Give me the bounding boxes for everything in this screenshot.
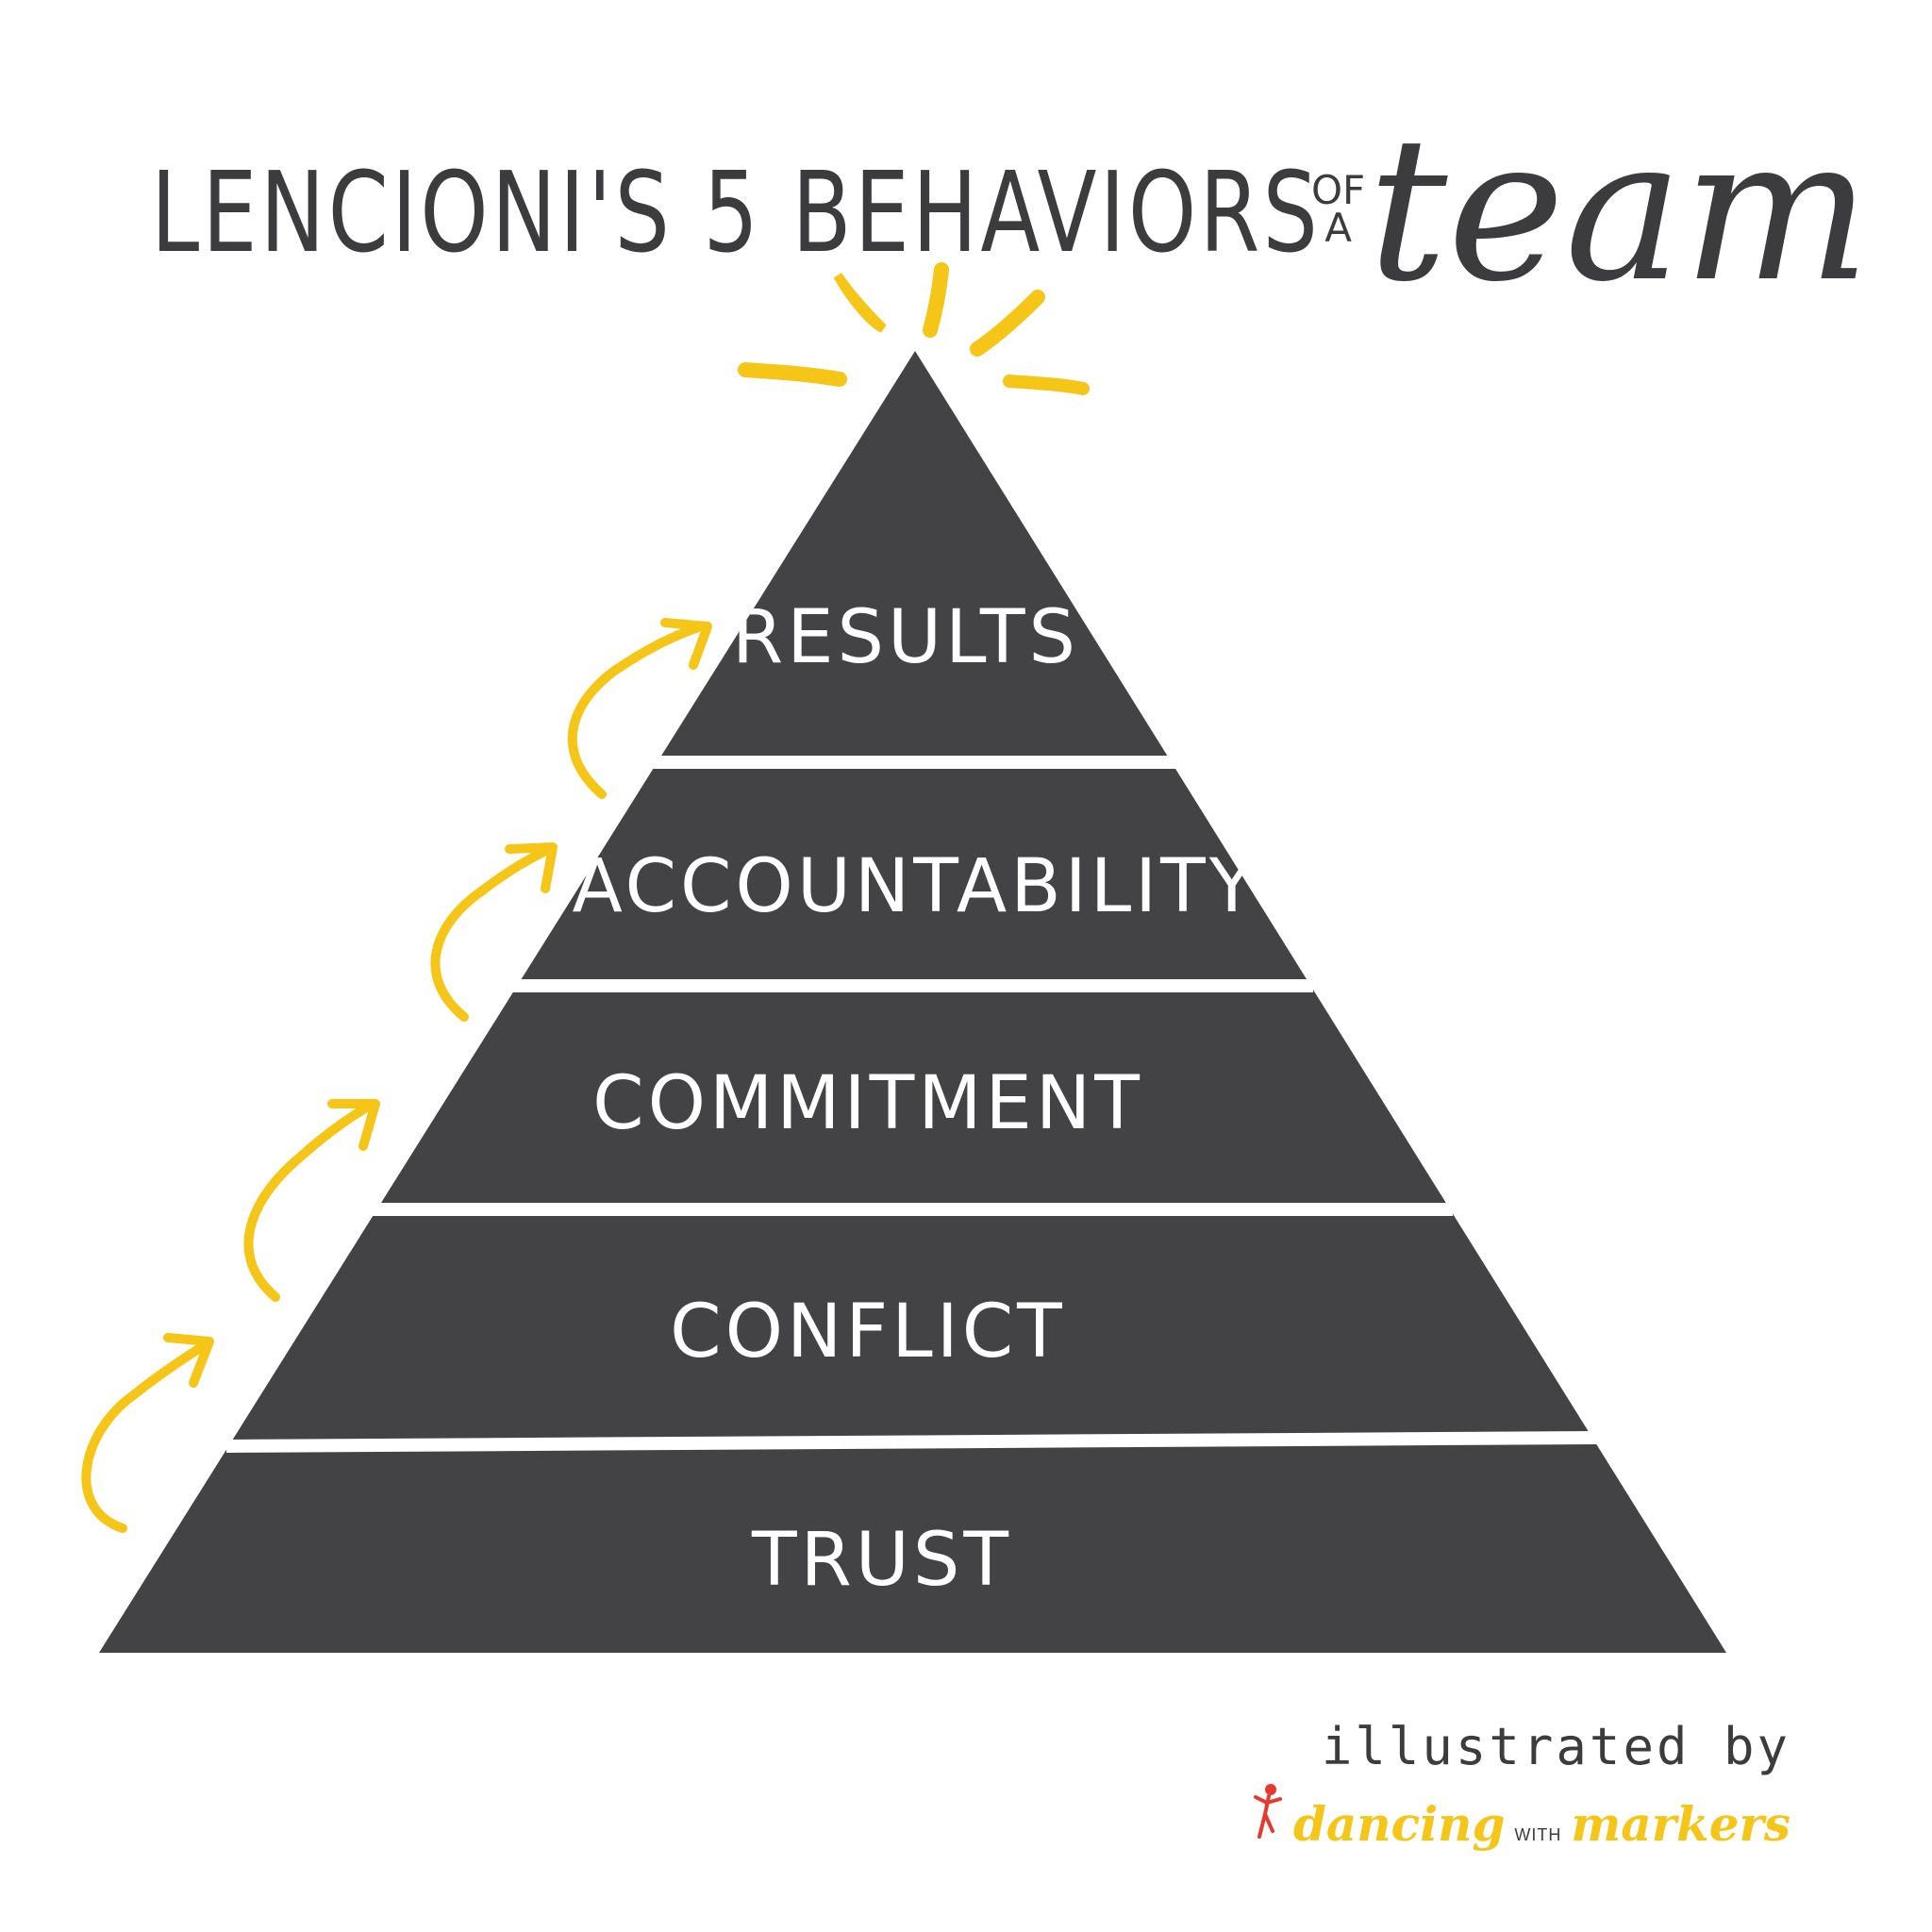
tier-label-trust: TRUST xyxy=(751,1518,1012,1603)
divider-4 xyxy=(225,1431,1600,1453)
brand-dancing: dancing xyxy=(1292,1796,1506,1852)
title-of: OF xyxy=(1311,167,1366,213)
step-arrows xyxy=(81,618,712,1533)
credit-line: illustrated by xyxy=(1321,1717,1790,1776)
arrow-icon-1 xyxy=(81,1333,214,1533)
dancer-icon xyxy=(1253,1784,1282,1839)
sparkle-ray-far-right xyxy=(1003,375,1090,395)
tier-label-accountability: ACCOUNTABILITY xyxy=(573,844,1258,929)
title-a: A xyxy=(1324,205,1352,251)
pyramid-dividers xyxy=(225,756,1600,1453)
brand-logo: dancing WITH markers xyxy=(1252,1782,1790,1852)
sparkle-ray-right xyxy=(970,290,1045,357)
title-main: LENCIONI'S 5 BEHAVIORS xyxy=(151,147,1322,277)
credit: illustrated by dancing WITH markers xyxy=(1252,1717,1790,1852)
arrow-icon-4 xyxy=(567,618,712,799)
tier-labels: RESULTS ACCOUNTABILITY COMMITMENT CONFLI… xyxy=(573,595,1258,1603)
arrow-icon-3 xyxy=(430,842,558,1022)
title-of-a: OF A xyxy=(1311,167,1366,251)
tier-label-results: RESULTS xyxy=(732,595,1079,680)
arrow-icon-2 xyxy=(243,1099,380,1302)
pyramid-shape xyxy=(99,351,1726,1653)
sparkle-ray-far-left xyxy=(738,362,847,387)
title-team: team xyxy=(1368,94,1871,325)
sparkle-ray-center xyxy=(923,262,949,338)
sparkle-icon xyxy=(738,262,1090,395)
brand-with: WITH xyxy=(1514,1825,1562,1844)
brand-markers: markers xyxy=(1571,1796,1790,1852)
sparkle-ray-left xyxy=(833,273,887,333)
tier-label-conflict: CONFLICT xyxy=(670,1290,1066,1374)
title: LENCIONI'S 5 BEHAVIORS OF A team xyxy=(151,94,1871,330)
tier-label-commitment: COMMITMENT xyxy=(592,1061,1143,1146)
